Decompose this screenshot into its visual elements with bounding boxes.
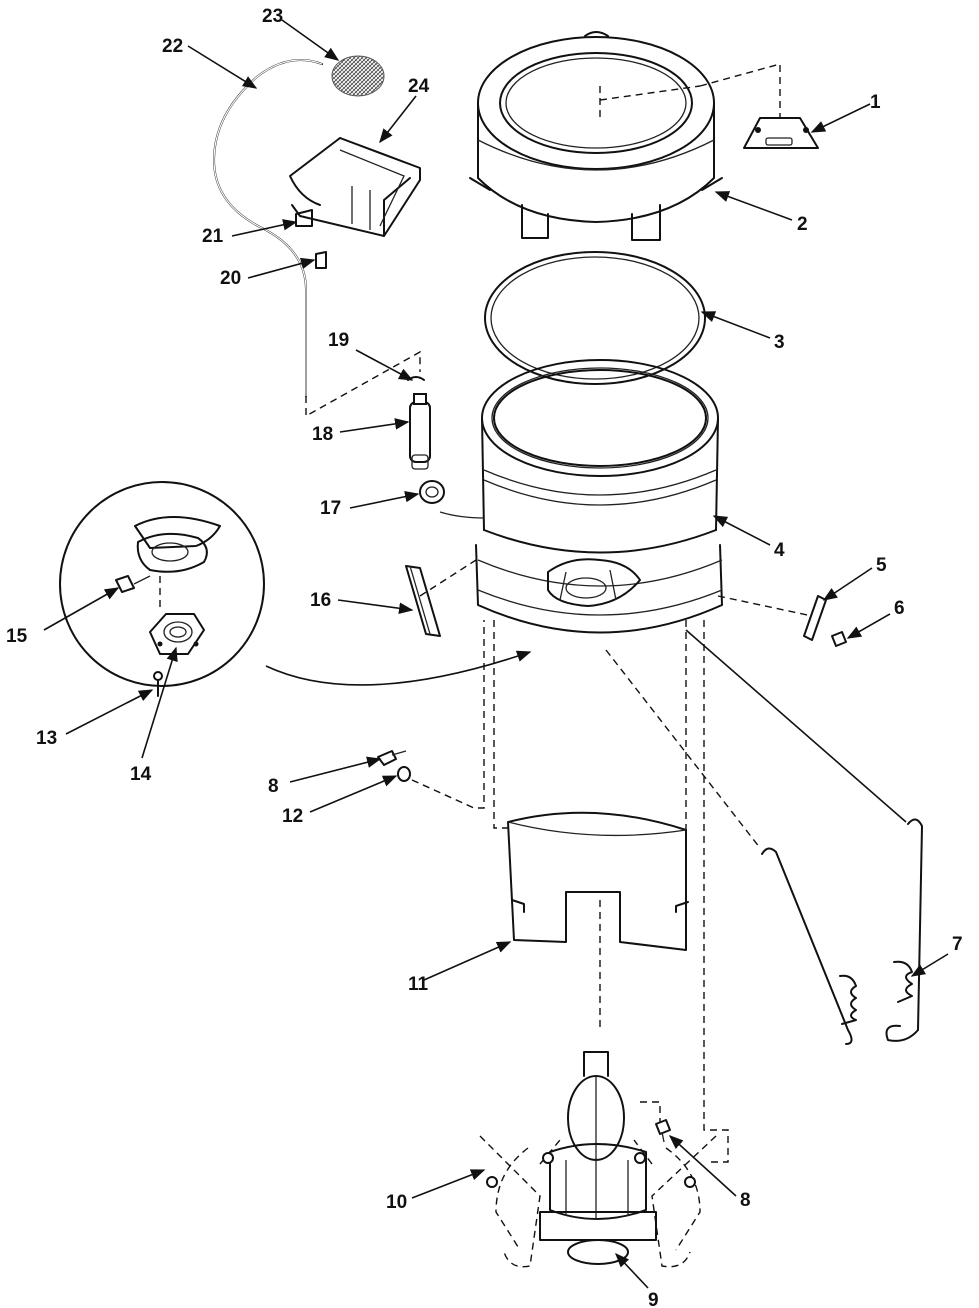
callout-12: 12 bbox=[282, 806, 303, 827]
callout-22: 22 bbox=[162, 36, 183, 57]
filter-mesh-part bbox=[331, 55, 385, 97]
bracket-screw-part bbox=[831, 631, 847, 647]
tub-gasket-part bbox=[484, 251, 706, 385]
hose-part bbox=[213, 59, 323, 397]
small-bracket-part bbox=[743, 117, 819, 149]
callout-1: 1 bbox=[870, 92, 881, 113]
callout-labels: 1 2 3 4 5 6 7 8 8 9 10 11 12 13 14 15 16… bbox=[6, 6, 963, 1308]
shield-part bbox=[405, 565, 441, 637]
callout-8-upper: 8 bbox=[268, 776, 279, 797]
base-assembly-part bbox=[479, 1051, 717, 1268]
callout-6: 6 bbox=[894, 598, 905, 619]
callout-20: 20 bbox=[220, 268, 241, 289]
base-screw-part bbox=[655, 1119, 671, 1143]
tub-ring-part bbox=[469, 31, 723, 241]
callout-9: 9 bbox=[648, 1290, 659, 1308]
callout-5: 5 bbox=[876, 555, 887, 576]
callout-4: 4 bbox=[774, 540, 785, 561]
callout-2: 2 bbox=[797, 214, 808, 235]
callout-19: 19 bbox=[328, 330, 349, 351]
grommet-part bbox=[419, 480, 445, 504]
callout-24: 24 bbox=[408, 76, 430, 97]
hook-bracket-part bbox=[803, 595, 827, 641]
suspension-spring-right-part bbox=[885, 818, 923, 1042]
callout-7: 7 bbox=[952, 934, 963, 955]
callout-21: 21 bbox=[202, 226, 224, 247]
callout-17: 17 bbox=[320, 498, 341, 519]
callout-10: 10 bbox=[386, 1192, 407, 1213]
screw-part bbox=[377, 750, 407, 766]
callout-11: 11 bbox=[408, 974, 429, 995]
leader-lines bbox=[43, 19, 949, 1289]
outer-tub-part bbox=[475, 359, 723, 634]
actuator-part bbox=[409, 393, 431, 470]
callout-14: 14 bbox=[130, 764, 152, 785]
callout-15: 15 bbox=[6, 626, 28, 647]
suspension-spring-left-part bbox=[761, 847, 857, 1045]
callout-3: 3 bbox=[774, 332, 785, 353]
callout-23: 23 bbox=[262, 6, 283, 27]
detail-view bbox=[59, 481, 265, 697]
callout-13: 13 bbox=[36, 728, 57, 749]
callout-16: 16 bbox=[310, 590, 331, 611]
mounting-bracket-part bbox=[289, 137, 421, 269]
washer-part bbox=[397, 766, 411, 782]
cover-panel-part bbox=[507, 811, 689, 951]
callout-8-lower: 8 bbox=[740, 1190, 751, 1211]
callout-18: 18 bbox=[312, 424, 333, 445]
